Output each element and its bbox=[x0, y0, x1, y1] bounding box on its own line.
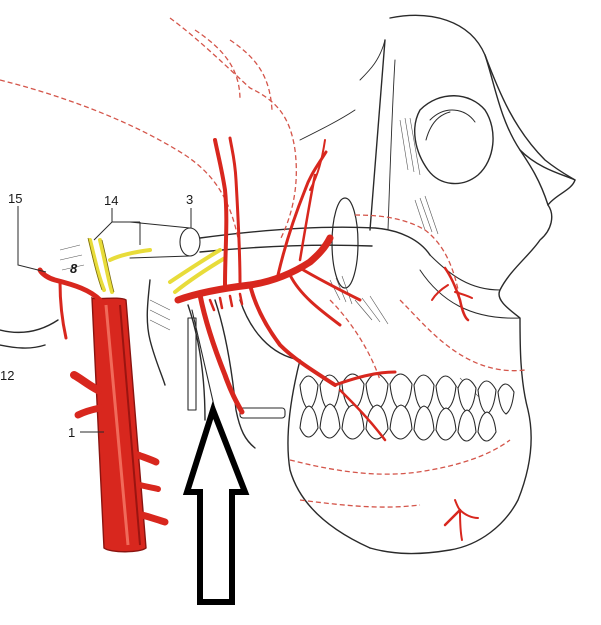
label-8: 8 bbox=[70, 261, 78, 276]
shading-hatch bbox=[59, 117, 481, 401]
maxillary-arteries bbox=[174, 136, 479, 541]
skull-outline bbox=[0, 14, 576, 555]
nerves bbox=[88, 238, 227, 294]
dashed-vessels bbox=[0, 17, 526, 508]
label-14: 14 bbox=[104, 193, 119, 208]
carotid-artery bbox=[37, 267, 169, 553]
label-12: 12 bbox=[0, 368, 15, 383]
up-arrow-outline-icon bbox=[182, 400, 250, 605]
label-leaders bbox=[17, 206, 192, 433]
label-15: 15 bbox=[8, 191, 23, 206]
nerve-outline bbox=[87, 237, 115, 293]
label-1: 1 bbox=[68, 425, 76, 440]
upper-teeth bbox=[299, 373, 515, 415]
lower-teeth bbox=[299, 403, 497, 442]
label-3: 3 bbox=[186, 192, 194, 207]
